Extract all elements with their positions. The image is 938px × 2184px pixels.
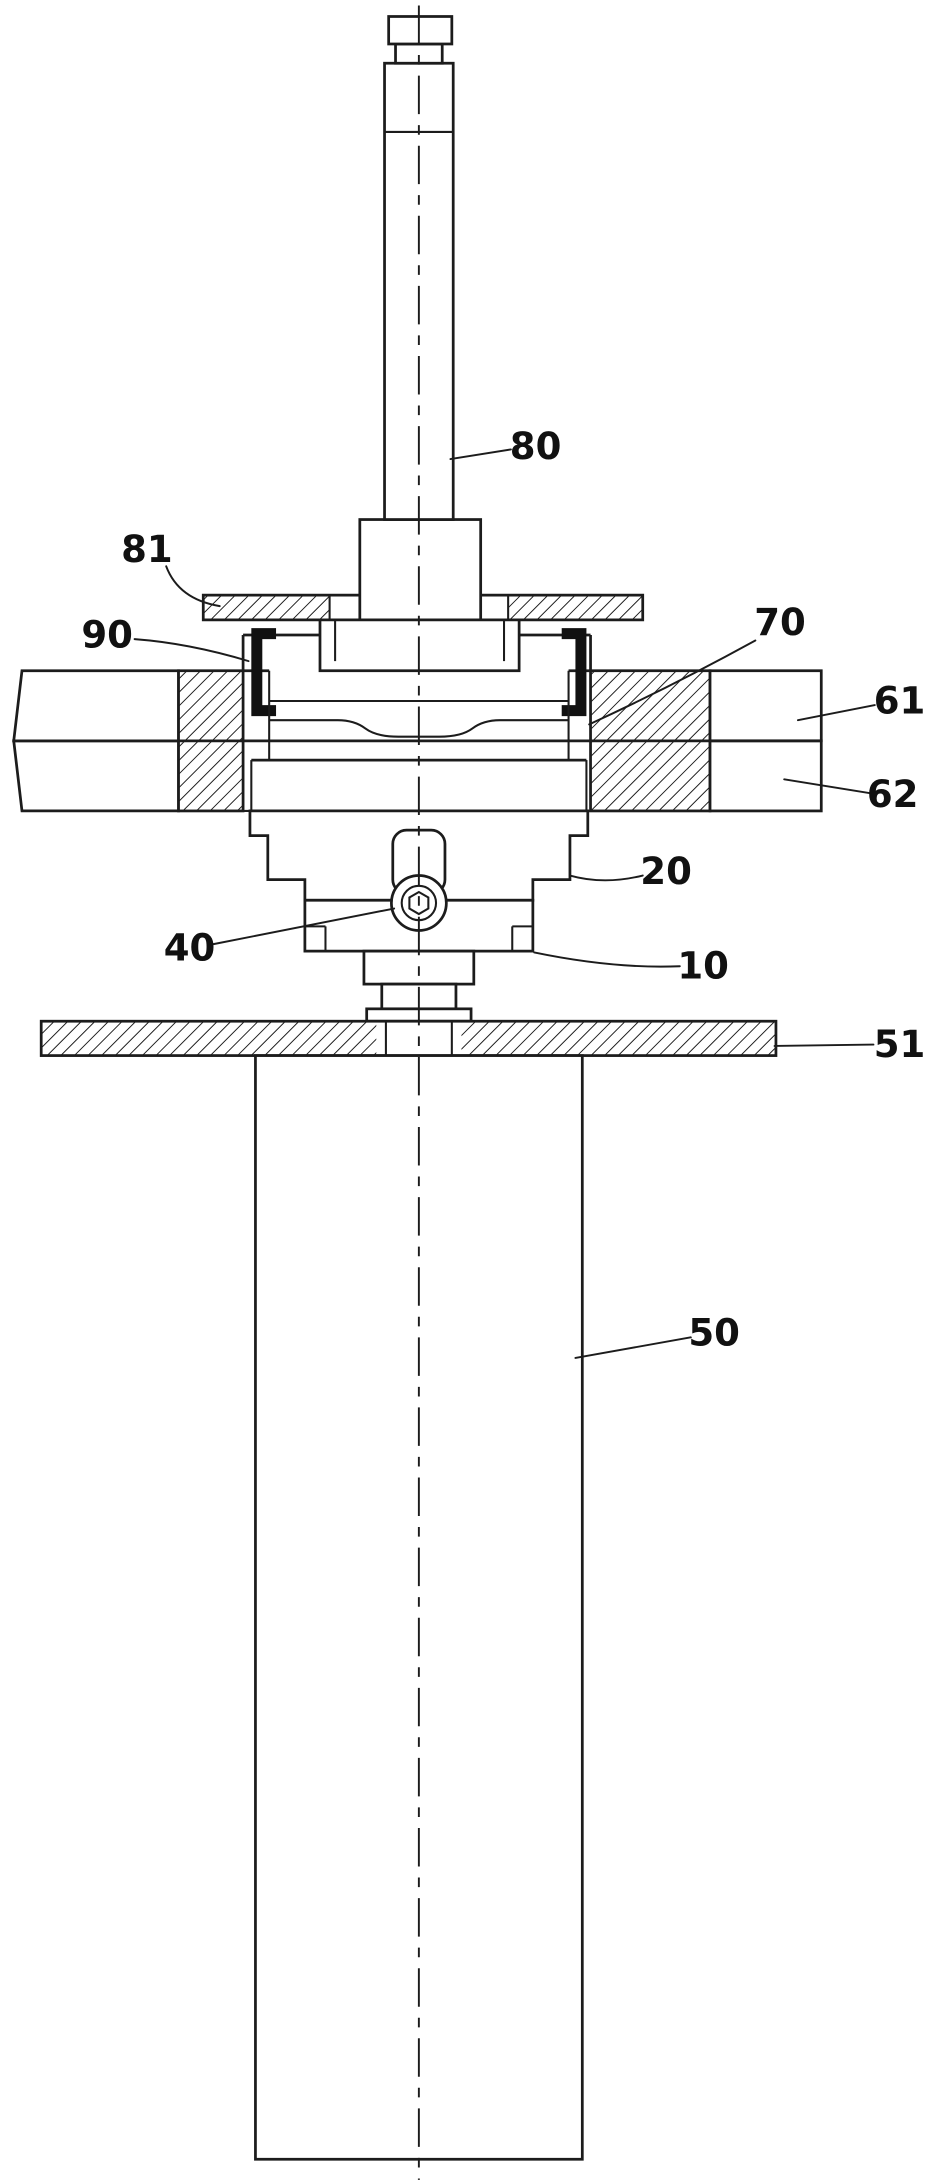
- leader-70: [588, 639, 757, 726]
- seal-rings: [251, 628, 587, 717]
- ref-label-20: 20: [640, 850, 692, 893]
- ref-label-10: 10: [677, 945, 729, 988]
- leader-61: [796, 704, 876, 722]
- valve-body-band: [12, 669, 823, 813]
- leader-90: [133, 638, 250, 663]
- leader-20: [568, 874, 644, 882]
- stem-cap: [387, 15, 454, 46]
- reference-numerals: 80 81 90 70 61 62 20 40 10 51 50: [81, 425, 925, 1355]
- right-block-upper-61: [708, 669, 823, 743]
- base-plate: [39, 1019, 778, 1057]
- ref-label-80: 80: [510, 425, 562, 468]
- leader-50: [574, 1336, 692, 1359]
- right-block-lower-62: [708, 739, 823, 813]
- ref-label-51: 51: [874, 1023, 926, 1066]
- valve-stem-shaft: [358, 15, 483, 623]
- leader-81: [165, 565, 221, 608]
- flange-hatch-left: [203, 595, 330, 620]
- seal-ring-right: [561, 628, 587, 717]
- leader-10: [533, 951, 681, 968]
- left-block-upper: [12, 669, 180, 743]
- bolt-hex-socket: [408, 890, 430, 916]
- ref-label-90: 90: [81, 613, 133, 656]
- ref-label-81: 81: [121, 528, 173, 571]
- leader-80: [449, 448, 512, 461]
- stem-collar: [358, 518, 483, 623]
- leader-40: [211, 907, 396, 946]
- ref-label-62: 62: [867, 773, 919, 816]
- ref-label-61: 61: [874, 679, 926, 722]
- leader-51: [773, 1043, 875, 1047]
- leader-lines: [133, 448, 876, 1359]
- seal-ring-left: [251, 628, 277, 717]
- flange-hatch-right: [508, 595, 643, 620]
- top-flange-plate: [201, 593, 645, 622]
- leader-62: [783, 778, 871, 795]
- ref-label-40: 40: [164, 927, 216, 970]
- left-block-lower: [12, 739, 180, 813]
- ref-label-50: 50: [688, 1312, 740, 1355]
- ref-label-70: 70: [754, 601, 806, 644]
